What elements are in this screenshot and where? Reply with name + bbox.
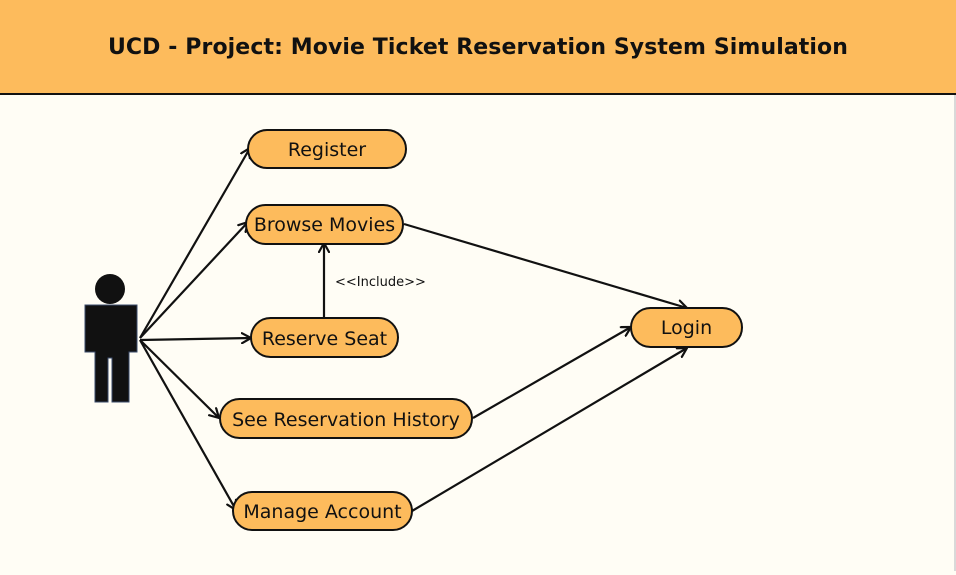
usecase-register-label: Register <box>288 139 366 161</box>
canvas-edge-divider <box>954 95 956 571</box>
usecase-browse-movies-label: Browse Movies <box>254 214 395 236</box>
usecase-manage-account: Manage Account <box>232 491 413 531</box>
use-case-diagram: <<Include>> Register Browse Movies Reser… <box>84 129 743 531</box>
usecase-reserve-seat-label: Reserve Seat <box>262 328 387 350</box>
diagram-canvas: <<Include>> Register Browse Movies Reser… <box>0 95 956 571</box>
usecase-see-history: See Reservation History <box>219 398 473 439</box>
header-banner: UCD - Project: Movie Ticket Reservation … <box>0 0 956 95</box>
manage-to-login <box>411 348 687 512</box>
usecase-browse-movies: Browse Movies <box>245 204 404 245</box>
association-manage-account <box>139 339 236 510</box>
actor-person-icon <box>84 274 138 403</box>
usecase-see-history-label: See Reservation History <box>232 409 460 431</box>
browse-to-login <box>403 222 687 308</box>
association-browse-movies <box>139 222 248 339</box>
association-see-history <box>139 339 219 418</box>
usecase-login-label: Login <box>661 317 712 339</box>
usecase-register: Register <box>247 129 407 169</box>
usecase-manage-account-label: Manage Account <box>243 501 401 523</box>
history-to-login <box>472 327 631 419</box>
include-label: <<Include>> <box>335 275 426 290</box>
page-title: UCD - Project: Movie Ticket Reservation … <box>107 35 849 60</box>
association-register <box>139 148 250 339</box>
association-reserve-seat <box>139 338 251 340</box>
usecase-login: Login <box>630 307 743 348</box>
usecase-reserve-seat: Reserve Seat <box>250 317 399 358</box>
